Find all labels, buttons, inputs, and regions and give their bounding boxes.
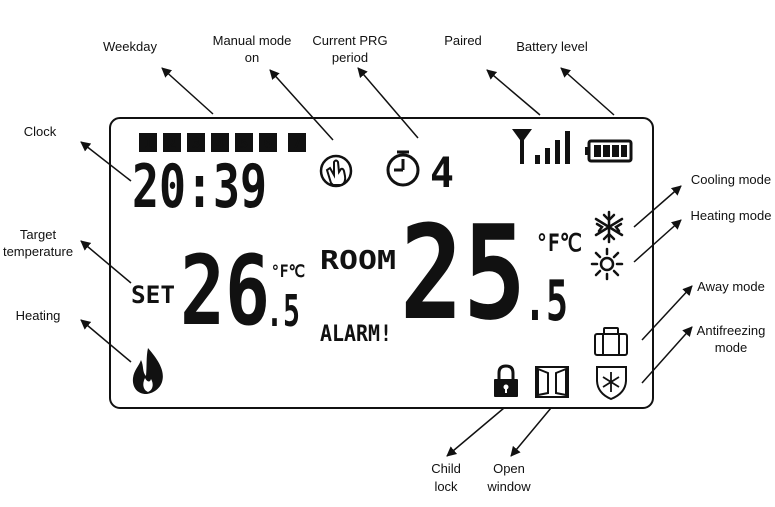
clock-icon [386, 150, 420, 187]
arrow-open-window [510, 407, 552, 457]
prg-period-number: 4 [430, 148, 454, 197]
label-antifreezing-1: Antifreezing [697, 323, 766, 338]
weekday-box [163, 133, 181, 152]
weekday-box [187, 133, 205, 152]
room-temperature-dec: .5 [524, 269, 568, 334]
weekday-strip: 1 2 3 4 5 6 7 [139, 133, 306, 152]
label-battery-level: Battery level [516, 39, 588, 54]
arrow-antifreezing [641, 326, 693, 384]
label-weekday: Weekday [103, 39, 157, 54]
snowflake-icon [594, 210, 624, 244]
weekday-number: 3 [192, 136, 200, 152]
hand-icon [319, 154, 353, 188]
signal-icon [512, 129, 570, 164]
label-heating-mode: Heating mode [691, 208, 772, 223]
battery-icon [585, 139, 633, 163]
window-icon [535, 366, 569, 398]
lcd-frame [109, 117, 654, 409]
set-unit: °F℃ [271, 262, 305, 282]
label-target-temp-1: Target [20, 227, 57, 242]
suitcase-icon [594, 327, 628, 356]
weekday-number: 6 [264, 136, 272, 152]
frost-shield-icon [596, 366, 627, 401]
label-open-window-2: window [486, 479, 531, 494]
label-clock: Clock [24, 124, 57, 139]
arrow-manual-mode [269, 69, 334, 141]
label-current-prg-2: period [332, 50, 368, 65]
set-temperature-int: 26 [180, 235, 270, 347]
label-child-lock-1: Child [431, 461, 461, 476]
room-unit: °F℃ [536, 229, 582, 257]
weekday-box [139, 133, 157, 152]
label-child-lock-2: lock [434, 479, 458, 494]
label-manual-mode-1: Manual mode [213, 33, 292, 48]
arrow-clock [80, 141, 132, 182]
weekday-box [235, 133, 253, 152]
label-paired: Paired [444, 33, 482, 48]
label-open-window-1: Open [493, 461, 525, 476]
weekday-box [288, 133, 306, 152]
arrow-heating [80, 319, 132, 363]
weekday-number: 4 [216, 136, 224, 152]
weekday-box [211, 133, 229, 152]
label-heating: Heating [16, 308, 61, 323]
label-cooling-mode: Cooling mode [691, 172, 771, 187]
label-away-mode: Away mode [697, 279, 765, 294]
sun-icon [590, 247, 624, 281]
label-manual-mode-2: on [245, 50, 259, 65]
set-label: SET [131, 281, 175, 309]
arrow-current-prg [357, 67, 419, 139]
arrow-child-lock [446, 407, 505, 457]
alarm-label: ALARM! [320, 322, 392, 347]
weekday-number: 5 [240, 136, 248, 152]
label-current-prg-1: Current PRG [312, 33, 387, 48]
weekday-number: 7 [293, 136, 301, 152]
arrow-heating-mode [633, 219, 682, 263]
weekday-number: 2 [168, 136, 176, 152]
callout-arrows [80, 67, 693, 457]
weekday-number: 1 [144, 136, 152, 152]
arrow-paired [486, 69, 541, 116]
arrow-target-temp [80, 240, 132, 284]
clock-display: 20:39 [132, 152, 267, 222]
lock-icon [494, 364, 518, 397]
arrow-weekday [161, 67, 214, 115]
weekday-box [259, 133, 277, 152]
arrow-cooling [633, 185, 682, 228]
arrow-away [641, 285, 693, 341]
arrow-battery [560, 67, 615, 116]
room-label: ROOM [320, 246, 396, 276]
flame-icon [132, 348, 163, 394]
label-antifreezing-2: mode [715, 340, 748, 355]
label-target-temp-2: temperature [3, 244, 73, 259]
set-temperature-dec: .5 [266, 286, 300, 337]
room-temperature-int: 25 [400, 197, 526, 349]
